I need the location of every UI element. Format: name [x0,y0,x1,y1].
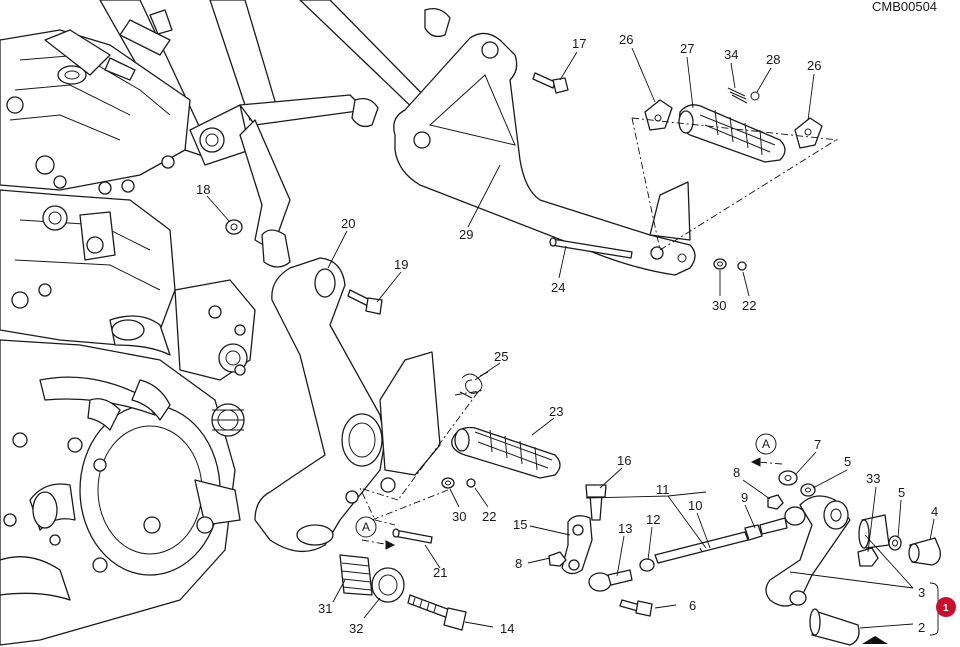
callout-33: 33 [866,471,880,486]
nut-32 [371,567,405,603]
callout-30-upper: 30 [712,298,726,313]
callout-29: 29 [459,227,473,242]
callout-9: 9 [741,490,748,505]
engine-frame-illustration [0,0,451,646]
callout-32: 32 [349,621,363,636]
callout-23: 23 [549,404,563,419]
callout-5: 5 [844,454,851,469]
callout-22-lower: 22 [482,509,496,524]
callout-28: 28 [766,52,780,67]
callout-31: 31 [318,601,332,616]
drawing-code: CMB00504 [872,0,937,14]
callout-labels: 17 26 27 34 28 26 18 20 29 19 24 30 22 2… [196,32,938,636]
ref-mark-a-left: A [362,520,370,534]
lower-washer-clip [441,477,476,489]
spring-25 [459,371,489,399]
callout-14: 14 [500,621,514,636]
washer-18 [225,219,243,235]
callout-8-left: 8 [515,556,522,571]
callout-20: 20 [341,216,355,231]
rider-footpeg [451,426,561,479]
passenger-footpeg [644,87,823,163]
callout-30-lower: 30 [452,509,466,524]
callout-19: 19 [394,257,408,272]
callout-17: 17 [572,36,586,51]
ref-mark-a-right: A [762,437,770,451]
callout-16: 16 [617,453,631,468]
callout-8-mid: 8 [733,465,740,480]
assembly-axes [359,117,839,550]
badge-label: 1 [943,603,949,614]
callout-13: 13 [618,521,632,536]
pin-21 [392,528,433,544]
reference-marks: A A [355,433,777,538]
callout-34: 34 [724,47,738,62]
callout-11: 11 [656,482,670,497]
bolt-17 [532,72,569,94]
callout-27: 27 [680,41,694,56]
callout-18: 18 [196,182,210,197]
callout-22-upper: 22 [742,298,756,313]
callout-6: 6 [689,598,696,613]
callout-2: 2 [918,620,925,635]
kit-badge: 1 [936,597,956,617]
front-arrow-icon [862,636,888,644]
upper-pin-set [549,237,747,271]
callout-4: 4 [931,504,938,519]
bush-31 [339,554,373,596]
callout-5-right: 5 [898,485,905,500]
bolt-19 [347,289,383,315]
rider-footpeg-bracket [254,257,441,552]
callout-3: 3 [918,585,925,600]
passenger-footpeg-bracket [393,32,696,276]
callout-26-right: 26 [807,58,821,73]
callout-7: 7 [814,437,821,452]
shift-linkage [548,470,941,646]
bolt-14 [407,594,467,631]
callout-25: 25 [494,349,508,364]
callout-21: 21 [433,565,447,580]
callout-24: 24 [551,280,565,295]
callout-12: 12 [646,512,660,527]
callout-15: 15 [513,517,527,532]
callout-10: 10 [688,498,702,513]
callout-26: 26 [619,32,633,47]
badge-circle [936,597,956,617]
leader-lines [206,47,939,636]
